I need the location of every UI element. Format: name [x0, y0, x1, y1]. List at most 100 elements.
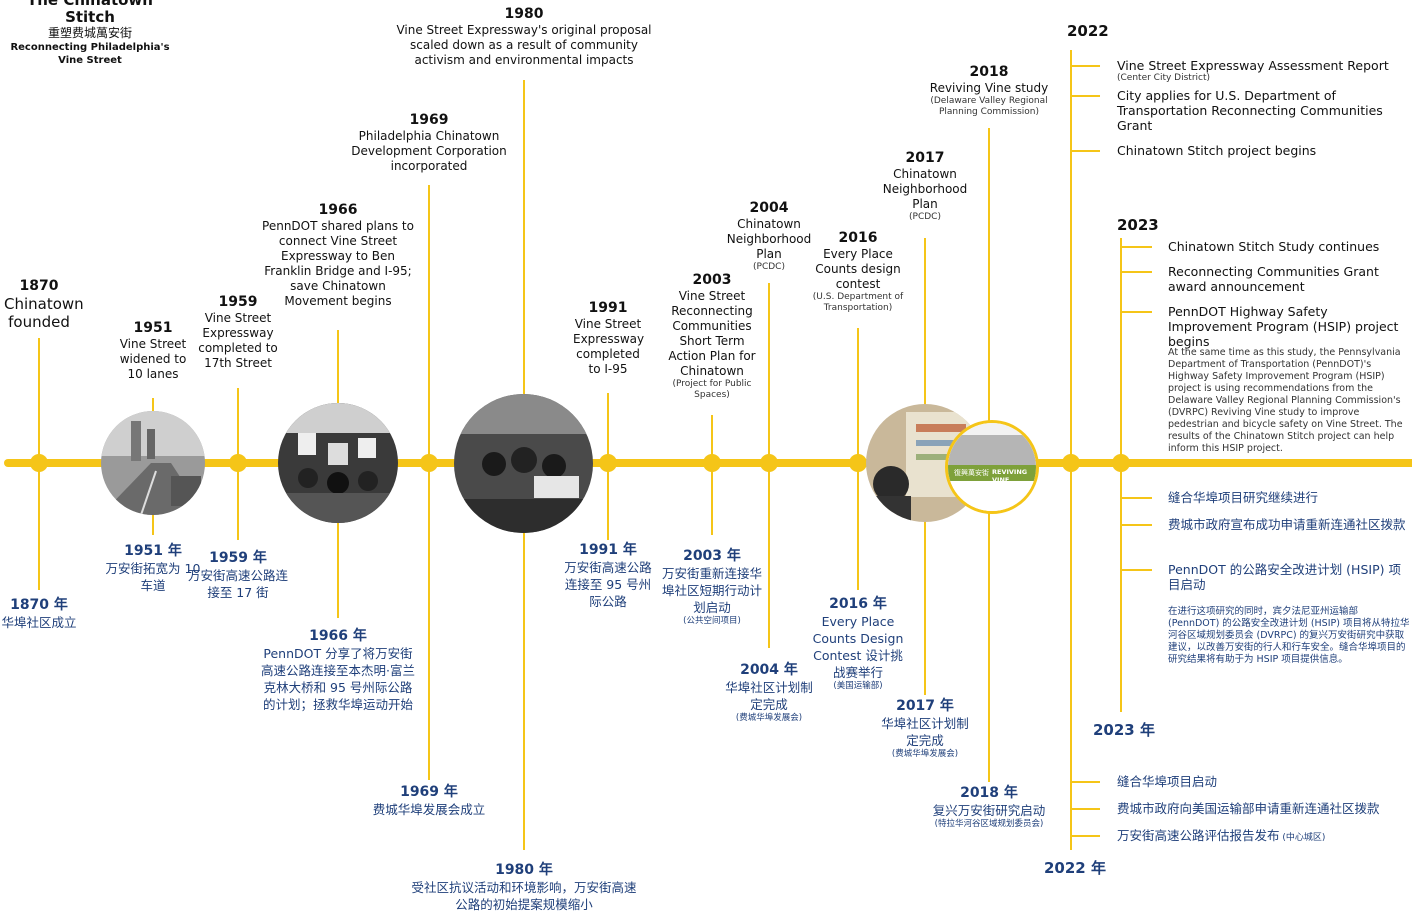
- item-2023-1: Reconnecting Communities Grant award ann…: [1168, 264, 1379, 294]
- reviving-vine-badge-zh: 復興萬安街: [954, 469, 989, 477]
- photo-1980-protest: [454, 394, 593, 533]
- event-zh-8-year: 2004 年: [740, 662, 798, 678]
- timeline-dot-2: [229, 454, 247, 472]
- event-zh-5: 1980 年受社区抗议活动和环境影响，万安街高速公路的初始提案规模缩小: [404, 862, 644, 913]
- title-sub: Reconnecting Philadelphia's Vine Street: [10, 42, 170, 66]
- year-2022-zh: 2022 年: [1044, 859, 1106, 877]
- timeline-dot-4: [420, 454, 438, 472]
- event-zh-6-year: 1991 年: [579, 542, 637, 558]
- event-2004-text: Chinatown Neighborhood Plan: [726, 217, 812, 261]
- event-1969-text: Philadelphia Chinatown Development Corpo…: [351, 129, 507, 173]
- item-2023-zh-1: 费城市政府宣布成功申请重新连通社区拨款: [1168, 517, 1406, 532]
- item-2022-2-text: Chinatown Stitch project begins: [1117, 143, 1317, 158]
- event-zh-3-text: PennDOT 分享了将万安街高速公路连接至本杰明·富兰克林大桥和 95 号州际…: [261, 646, 415, 712]
- event-1966-year: 1966: [318, 202, 358, 218]
- item-2022-0-text: Vine Street Expressway Assessment Report: [1117, 58, 1389, 73]
- reviving-vine-badge-en: REVIVING VINE: [992, 468, 1028, 484]
- event-2016-year: 2016: [838, 230, 878, 246]
- year-2022: 2022: [1067, 22, 1109, 40]
- event-zh-4: 1969 年费城华埠发展会成立: [354, 784, 504, 818]
- year-2023: 2023: [1117, 216, 1159, 234]
- item-2022-zh-1-text: 费城市政府向美国运输部申请重新连通社区拨款: [1117, 801, 1380, 816]
- item-2022-zh-0-text: 缝合华埠项目启动: [1117, 774, 1218, 789]
- event-zh-10-text: 华埠社区计划制定完成: [881, 716, 969, 748]
- event-zh-1-year: 1951 年: [124, 543, 182, 559]
- event-zh-3-year: 1966 年: [309, 628, 367, 644]
- title-en: The Chinatown Stitch: [27, 0, 153, 26]
- event-1959-year: 1959: [218, 294, 258, 310]
- page-title: The Chinatown Stitch 重塑费城萬安街 Reconnectin…: [10, 0, 170, 67]
- event-1980-text: Vine Street Expressway's original propos…: [396, 23, 652, 67]
- event-zh-11-source: (特拉华河谷区域规划委员会): [934, 819, 1044, 829]
- event-2004-year: 2004: [749, 200, 789, 216]
- event-2018-text: Reviving Vine study: [929, 81, 1049, 95]
- event-zh-7: 2003 年万安街重新连接华埠社区短期行动计划启动(公共空间项目): [657, 548, 767, 627]
- timeline-dot-0: [30, 454, 48, 472]
- event-1870-year: 1870: [19, 278, 59, 294]
- item-2022-1-text: City applies for U.S. Department of Tran…: [1117, 88, 1383, 133]
- timeline-dot-9: [849, 454, 867, 472]
- item-2022-zh-1: 费城市政府向美国运输部申请重新连通社区拨款: [1117, 801, 1380, 816]
- event-1969-year: 1969: [409, 112, 449, 128]
- event-zh-6-text: 万安街高速公路连接至 95 号州际公路: [564, 560, 652, 609]
- event-2017-text: Chinatown Neighborhood Plan: [882, 167, 968, 211]
- item-2022-0: Vine Street Expressway Assessment Report…: [1117, 58, 1389, 83]
- item-2023-zh-2: PennDOT 的公路安全改进计划 (HSIP) 项目启动: [1168, 562, 1401, 592]
- item-2022-zh-0: 缝合华埠项目启动: [1117, 774, 1217, 789]
- title-zh: 重塑费城萬安街: [47, 26, 132, 40]
- item-2022-zh-2-text: 万安街高速公路评估报告发布: [1117, 828, 1280, 843]
- item-2022-0-source: (Center City District): [1117, 73, 1211, 83]
- item-2022-2: Chinatown Stitch project begins: [1117, 143, 1316, 158]
- event-zh-11: 2018 年复兴万安街研究启动(特拉华河谷区域规划委员会): [909, 785, 1069, 830]
- event-zh-8-source: (费城华埠发展会): [735, 713, 803, 723]
- year-2023-zh: 2023 年: [1093, 721, 1155, 739]
- photo-1951-street: [101, 411, 205, 515]
- event-2016-source: (U.S. Department of Transportation): [812, 292, 904, 313]
- event-1991-text: Vine Street Expressway completed to I-95: [573, 317, 645, 376]
- timeline-dot-2022: [1062, 454, 1080, 472]
- event-zh-7-text: 万安街重新连接华埠社区短期行动计划启动: [662, 566, 763, 615]
- event-2018-year: 2018: [969, 64, 1009, 80]
- event-zh-6: 1991 年万安街高速公路连接至 95 号州际公路: [558, 542, 658, 610]
- event-zh-2: 1959 年万安街高速公路连接至 17 街: [183, 550, 293, 601]
- note-2023-zh: 在进行这项研究的同时，宾夕法尼亚州运输部 (PennDOT) 的公路安全改进计划…: [1168, 606, 1410, 665]
- event-2003-text: Vine Street Reconnecting Communities Sho…: [668, 289, 756, 378]
- item-2022-1: City applies for U.S. Department of Tran…: [1117, 88, 1387, 133]
- event-2003-source: (Project for Public Spaces): [672, 379, 752, 400]
- event-zh-4-text: 费城华埠发展会成立: [372, 802, 486, 817]
- event-2018-source: (Delaware Valley Regional Planning Commi…: [930, 96, 1048, 117]
- event-zh-2-year: 1959 年: [209, 550, 267, 566]
- event-1870-text: Chinatown founded: [4, 295, 84, 331]
- event-1959-text: Vine Street Expressway completed to 17th…: [198, 311, 278, 370]
- event-1951-text: Vine Street widened to 10 lanes: [119, 337, 187, 381]
- event-zh-10-year: 2017 年: [896, 698, 954, 714]
- event-1966-text: PennDOT shared plans to connect Vine Str…: [262, 219, 414, 308]
- event-2017-year: 2017: [905, 150, 945, 166]
- event-1951-year: 1951: [133, 320, 173, 336]
- event-zh-3: 1966 年 PennDOT 分享了将万安街高速公路连接至本杰明·富兰克林大桥和 …: [253, 628, 423, 713]
- event-zh-10: 2017 年华埠社区计划制定完成(费城华埠发展会): [875, 698, 975, 760]
- event-zh-0-year: 1870 年: [10, 597, 68, 613]
- event-1991-year: 1991: [588, 300, 628, 316]
- timeline-dot-6: [599, 454, 617, 472]
- event-zh-11-text: 复兴万安街研究启动: [932, 803, 1046, 818]
- event-zh-7-source: (公共空间项目): [683, 616, 741, 626]
- event-zh-5-text: 受社区抗议活动和环境影响，万安街高速公路的初始提案规模缩小: [411, 880, 637, 912]
- event-zh-1-text: 万安街拓宽为 10 车道: [105, 561, 201, 593]
- event-zh-5-year: 1980 年: [495, 862, 553, 878]
- event-2017-source: (PCDC): [909, 212, 941, 222]
- event-zh-2-text: 万安街高速公路连接至 17 街: [188, 568, 289, 600]
- event-2003-year: 2003: [692, 272, 732, 288]
- event-zh-11-year: 2018 年: [960, 785, 1018, 801]
